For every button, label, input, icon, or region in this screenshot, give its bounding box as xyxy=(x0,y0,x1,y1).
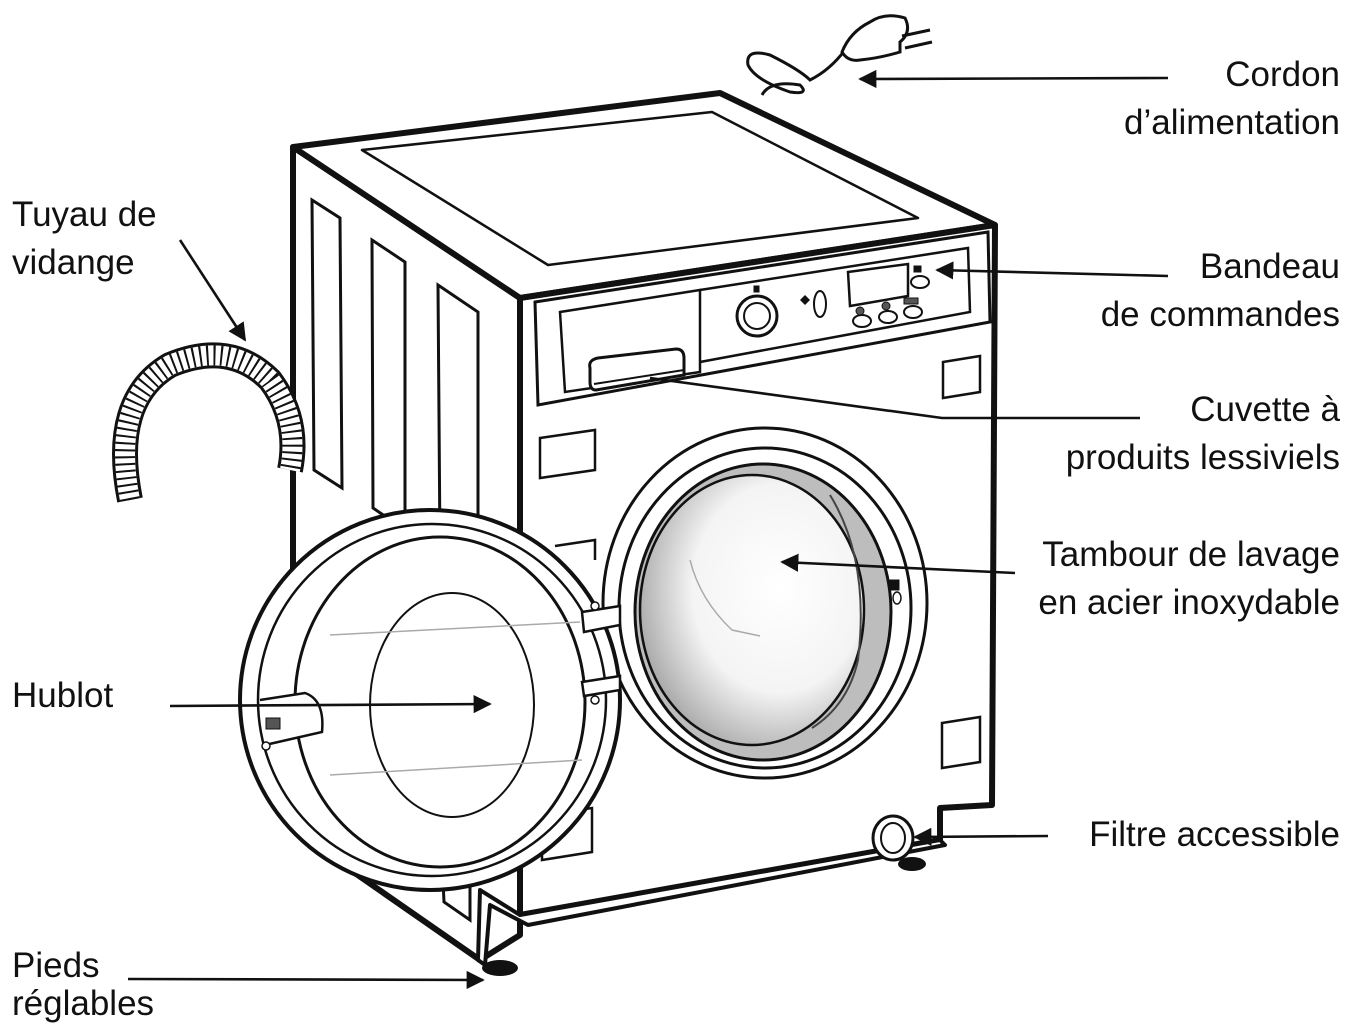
callout-lines xyxy=(127,69,1169,990)
open-door xyxy=(238,508,622,892)
label-pieds: Pieds réglables xyxy=(12,946,155,1023)
display-window xyxy=(846,262,910,308)
label-cuvette: Cuvette à produits lessiviels xyxy=(1065,390,1340,477)
label-tambour: Tambour de lavage en acier inoxydable xyxy=(1038,535,1340,622)
program-knob xyxy=(735,294,779,338)
label-filtre: Filtre accessible xyxy=(1089,815,1340,854)
control-panel xyxy=(533,230,992,407)
tambour-arrow xyxy=(780,553,1016,575)
label-cordon: Cordon d’alimentation xyxy=(1124,55,1340,142)
bandeau-arrow xyxy=(935,261,1169,280)
drum xyxy=(638,473,866,747)
label-tuyau: Tuyau de vidange xyxy=(12,195,157,282)
label-hublot: Hublot xyxy=(12,676,114,715)
cuvette-line xyxy=(649,376,1140,420)
hublot-arrow xyxy=(169,695,492,714)
cordon-arrow xyxy=(858,69,1169,89)
filtre-arrow xyxy=(913,827,1049,846)
filter-cap xyxy=(871,814,915,862)
drain-hose xyxy=(112,342,306,503)
tuyau-arrow xyxy=(178,239,247,342)
feet xyxy=(482,857,926,976)
detergent-drawer xyxy=(588,347,686,392)
label-bandeau: Bandeau de commandes xyxy=(1100,247,1340,334)
porthole xyxy=(601,426,929,780)
plug xyxy=(840,14,910,62)
power-cord xyxy=(746,14,933,96)
pieds-arrow xyxy=(127,970,485,990)
